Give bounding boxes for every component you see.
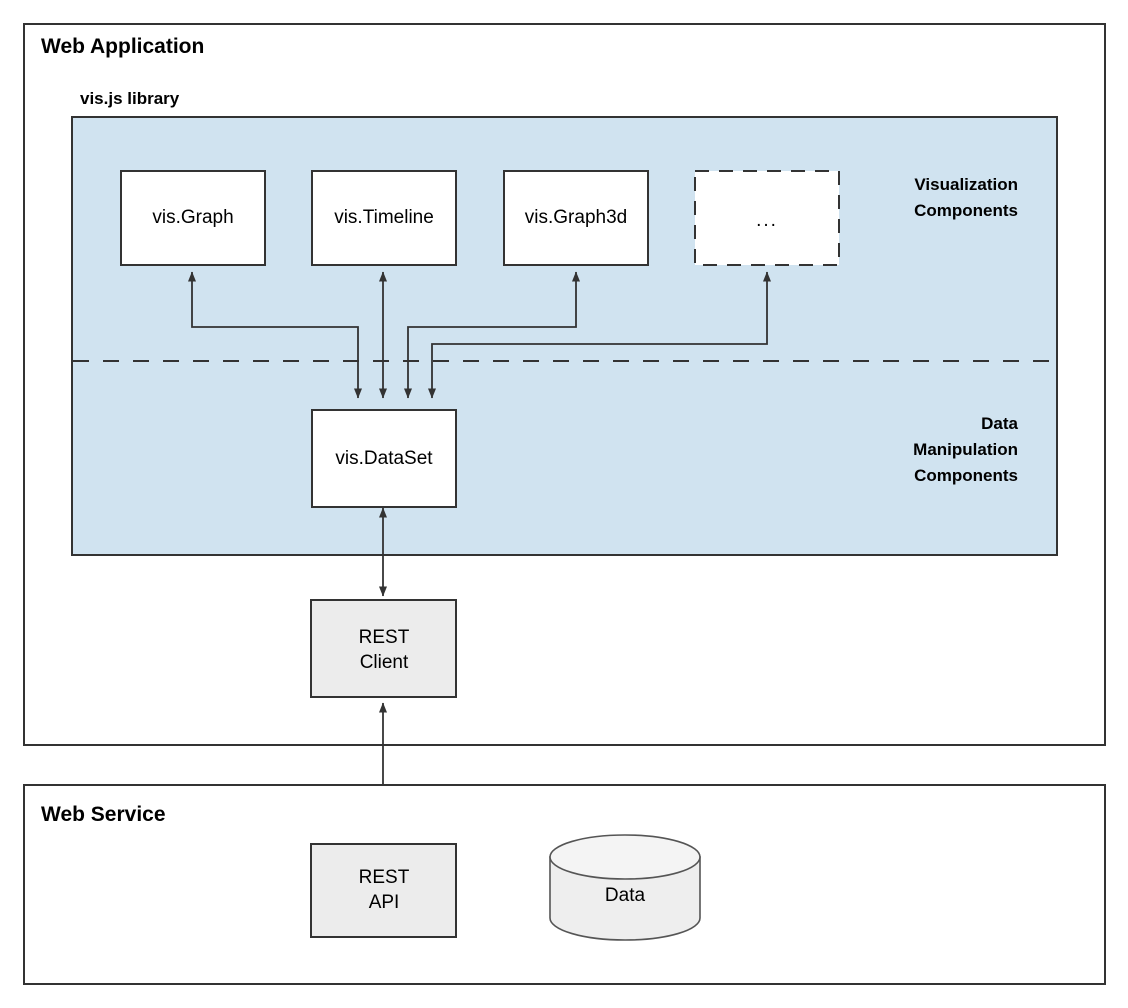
node-data-store-label: Data: [605, 885, 646, 906]
node-vis-graph3d[interactable]: vis.Graph3d: [503, 170, 649, 266]
label-visualization-components-line2: Components: [914, 201, 1018, 220]
node-rest-api-label-line2: API: [369, 892, 400, 913]
node-vis-timeline[interactable]: vis.Timeline: [311, 170, 457, 266]
node-vis-graph-label: vis.Graph: [152, 207, 233, 228]
node-vis-timeline-label: vis.Timeline: [334, 207, 434, 228]
label-data-manipulation-line2: Manipulation: [913, 440, 1018, 459]
connector-vis-graph-dataset: [188, 271, 362, 399]
node-rest-client-label-line1: REST: [359, 627, 410, 648]
node-rest-client-label-line2: Client: [360, 652, 409, 673]
node-vis-graph3d-label: vis.Graph3d: [525, 207, 627, 228]
label-visualization-components-line1: Visualization: [914, 175, 1018, 194]
label-data-manipulation-line3: Components: [914, 466, 1018, 485]
node-vis-graph[interactable]: vis.Graph: [120, 170, 266, 266]
node-rest-api-label-line1: REST: [359, 867, 410, 888]
node-rest-api[interactable]: REST API: [310, 843, 457, 938]
connector-more-components-dataset: [428, 271, 771, 399]
library-panel-title: vis.js library: [80, 89, 180, 108]
frame-title-web-application: Web Application: [41, 35, 204, 58]
frame-title-web-service: Web Service: [41, 803, 166, 826]
node-vis-dataset-label: vis.DataSet: [335, 448, 433, 469]
node-more-components-label: ...: [756, 210, 778, 231]
node-vis-dataset[interactable]: vis.DataSet: [311, 409, 457, 508]
label-data-manipulation-line1: Data: [981, 414, 1018, 433]
node-more-components[interactable]: ...: [694, 170, 840, 266]
node-rest-client[interactable]: REST Client: [310, 599, 457, 698]
node-data-store[interactable]: Data: [549, 834, 701, 941]
